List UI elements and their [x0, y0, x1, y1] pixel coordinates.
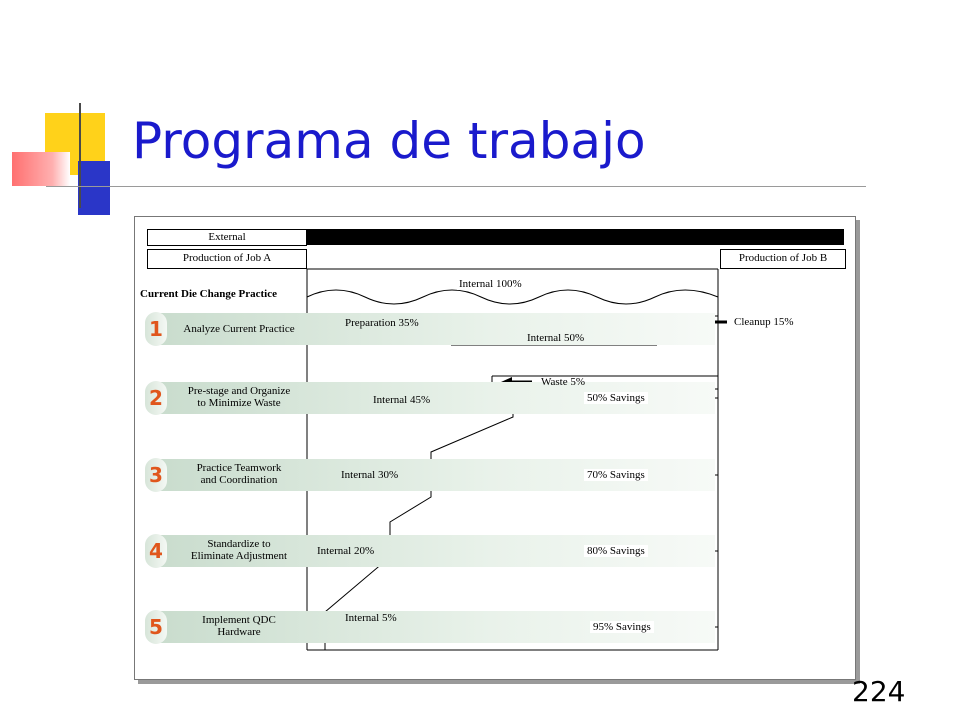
step5-label-line2: Hardware: [217, 626, 261, 638]
step5-label: Implement QDC Hardware: [169, 614, 309, 638]
red-square: [12, 152, 70, 186]
blue-square: [78, 161, 110, 215]
cleanup-label: Cleanup 15%: [734, 316, 794, 328]
corner-decoration: [0, 95, 866, 220]
internal-100-label: Internal 100%: [457, 278, 524, 290]
production-b-label: Production of Job B: [738, 252, 828, 264]
step2-label: Pre-stage and Organize to Minimize Waste: [169, 385, 309, 409]
step2-label-line2: to Minimize Waste: [197, 397, 281, 409]
horizontal-rule: [46, 186, 866, 187]
step4-label-line2: Eliminate Adjustment: [190, 550, 288, 562]
internal-100-wave: [306, 289, 719, 305]
step1-band: [155, 313, 715, 345]
current-practice-label: Current Die Change Practice: [140, 288, 277, 300]
production-a-label: Production of Job A: [182, 252, 272, 264]
savings-95-label: 95% Savings: [590, 621, 654, 633]
step3-label: Practice Teamwork and Coordination: [169, 462, 309, 486]
internal-50-label: Internal 50%: [527, 332, 585, 344]
production-a-box: Production of Job A: [147, 249, 307, 269]
step3-label-line1: Practice Teamwork: [196, 462, 282, 474]
production-b-box: Production of Job B: [720, 249, 846, 269]
slide-title: Programa de trabajo: [132, 112, 646, 170]
step2-badge: 2: [145, 381, 167, 415]
step2-label-line1: Pre-stage and Organize: [187, 385, 291, 397]
die-change-figure: External Production of Job A Production …: [134, 216, 856, 680]
savings-70-label: 70% Savings: [584, 469, 648, 481]
step5-badge: 5: [145, 610, 167, 644]
step3-badge: 3: [145, 458, 167, 492]
step3-label-line2: and Coordination: [200, 474, 278, 486]
internal-45-label: Internal 45%: [373, 394, 431, 406]
page-number: 224: [852, 675, 906, 708]
reduction-connector: [324, 389, 514, 650]
step4-badge: 4: [145, 534, 167, 568]
preparation-label: Preparation 35%: [345, 317, 419, 329]
step5-label-line1: Implement QDC: [202, 614, 276, 626]
step4-label: Standardize to Eliminate Adjustment: [169, 538, 309, 562]
step1-label: Analyze Current Practice: [169, 323, 309, 335]
savings-50-label: 50% Savings: [584, 392, 648, 404]
vertical-rule: [79, 103, 81, 208]
step1-badge: 1: [145, 312, 167, 346]
waste-label: Waste 5%: [541, 376, 586, 388]
internal-30-label: Internal 30%: [341, 469, 399, 481]
external-bar: [305, 229, 844, 245]
internal-5-label: Internal 5%: [345, 612, 397, 624]
savings-80-label: 80% Savings: [584, 545, 648, 557]
step1-label-line1: Analyze Current Practice: [183, 323, 295, 335]
internal-20-label: Internal 20%: [317, 545, 375, 557]
step4-label-line1: Standardize to: [207, 538, 271, 550]
external-label-box: External: [147, 229, 307, 246]
external-label: External: [208, 231, 246, 243]
